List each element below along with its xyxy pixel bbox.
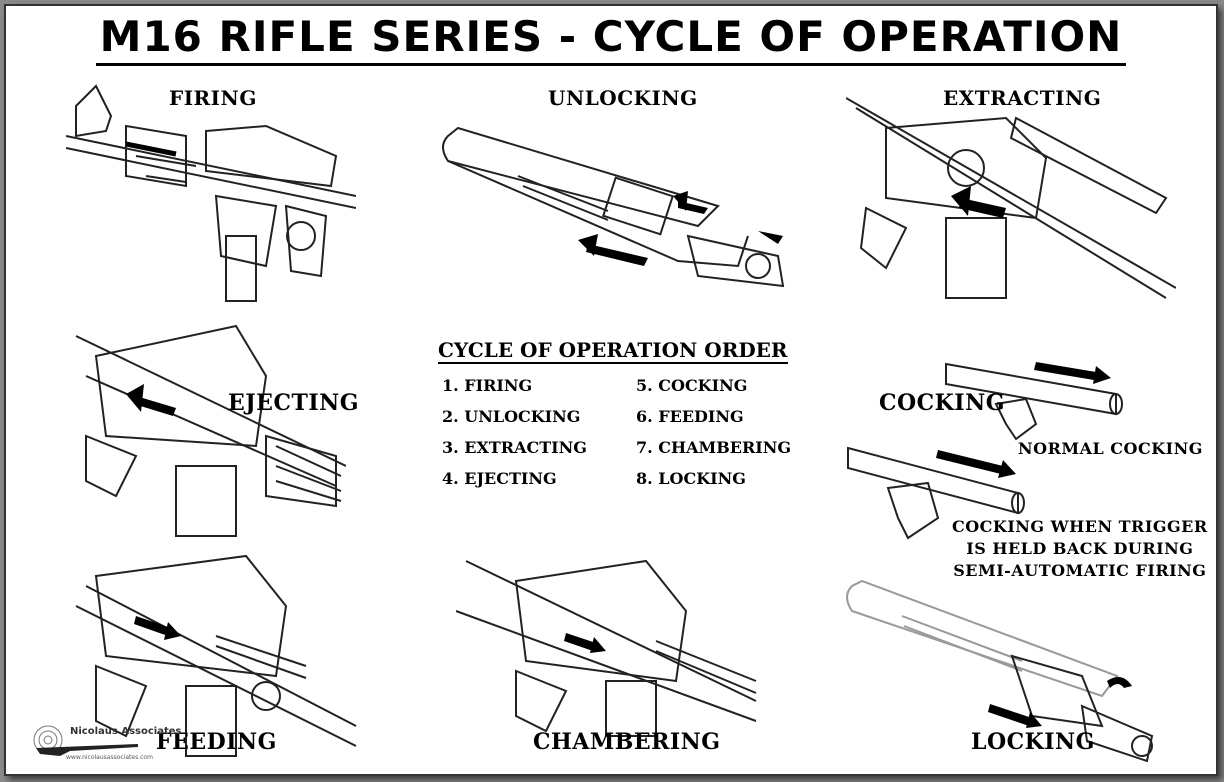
firing-label: FIRING	[169, 86, 257, 110]
extracting-illustration	[846, 97, 1176, 299]
ejecting-illustration	[75, 324, 346, 537]
order-item-6: 6. FEEDING	[636, 407, 744, 426]
order-title: CYCLE OF OPERATION ORDER	[438, 338, 788, 364]
cocking-trigger-line-1: COCKING WHEN TRIGGER	[952, 517, 1208, 536]
logo-url: www.nicolausassociates.com	[66, 754, 153, 761]
poster-frame: M16 RIFLE SERIES - CYCLE OF OPERATION FI…	[4, 4, 1218, 776]
chambering-illustration	[456, 559, 757, 737]
unlocking-label: UNLOCKING	[548, 86, 698, 110]
normal-cocking-label: NORMAL COCKING	[1018, 439, 1203, 458]
order-item-8: 8. LOCKING	[636, 469, 746, 488]
page-title: M16 RIFLE SERIES - CYCLE OF OPERATION	[6, 12, 1216, 66]
locking-illustration	[846, 579, 1154, 763]
ejecting-label: EJECTING	[228, 390, 360, 416]
order-item-7: 7. CHAMBERING	[636, 438, 792, 457]
order-item-5: 5. COCKING	[636, 376, 748, 395]
firing-illustration	[66, 84, 356, 302]
cocking-trigger-line-3: SEMI-AUTOMATIC FIRING	[953, 561, 1207, 580]
cocking-trigger-line-2: IS HELD BACK DURING	[966, 539, 1194, 558]
cocking-normal-illustration	[945, 362, 1123, 441]
cocking-label: COCKING	[879, 390, 1005, 416]
order-item-2: 2. UNLOCKING	[442, 407, 581, 426]
order-item-1: 1. FIRING	[442, 376, 533, 395]
chambering-label: CHAMBERING	[533, 729, 721, 755]
logo-name: Nicolaus Associates	[70, 726, 182, 737]
feeding-label: FEEDING	[156, 729, 277, 755]
extracting-label: EXTRACTING	[943, 86, 1102, 110]
feeding-illustration	[75, 554, 357, 757]
logo-rifle-icon	[33, 725, 138, 756]
nicolaus-logo: Nicolaus Associates www.nicolausassociat…	[30, 718, 181, 766]
order-item-3: 3. EXTRACTING	[442, 438, 587, 457]
cocking-trigger-illustration	[847, 446, 1025, 540]
locking-label: LOCKING	[971, 729, 1095, 755]
order-item-4: 4. EJECTING	[442, 469, 557, 488]
cocking-trigger-label: COCKING WHEN TRIGGER IS HELD BACK DURING…	[952, 516, 1208, 582]
unlocking-illustration	[442, 126, 785, 288]
